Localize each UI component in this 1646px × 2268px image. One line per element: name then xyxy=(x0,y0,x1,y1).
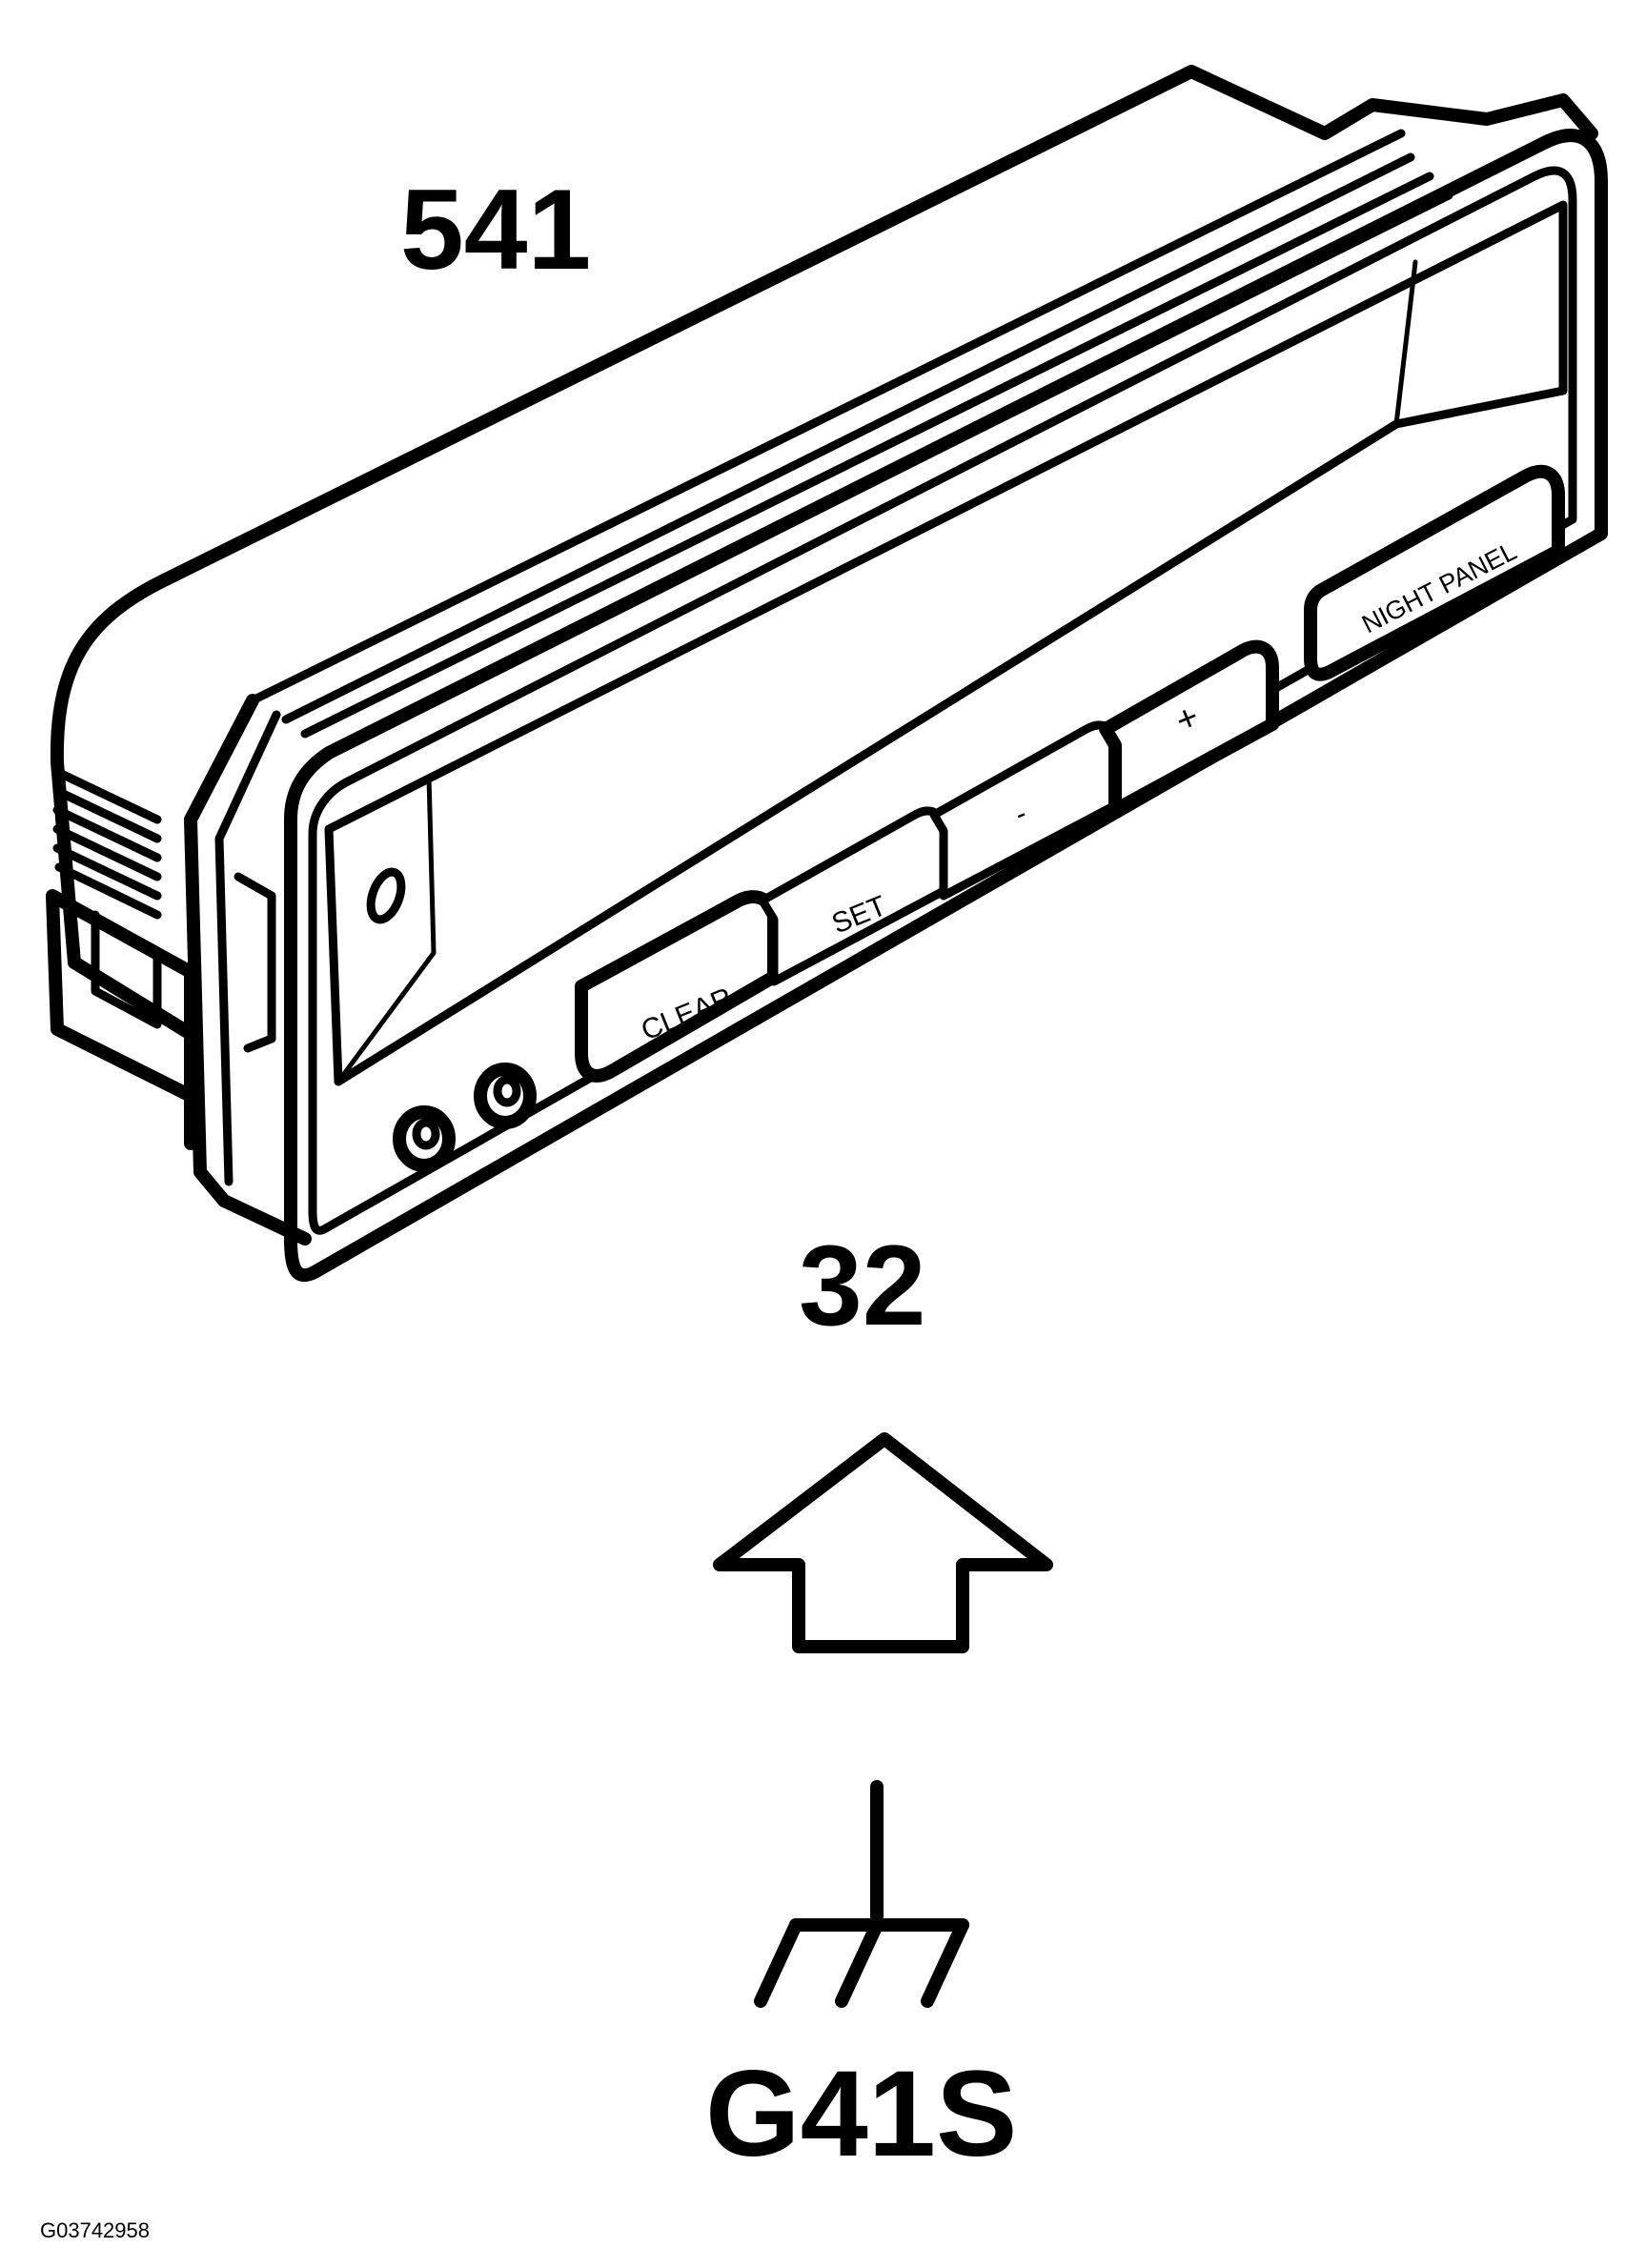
module-display-screw xyxy=(366,867,406,924)
module-rear-housing xyxy=(50,65,1598,969)
module-knob-right xyxy=(474,1063,537,1129)
module-connector-block xyxy=(46,889,197,1103)
module-front-bezel-inner xyxy=(308,166,1577,1235)
connector-callout-32: 32 xyxy=(799,1222,925,1349)
plus-button[interactable] xyxy=(1099,639,1279,817)
module-top-strip-2 xyxy=(281,152,1415,724)
night-panel-button[interactable] xyxy=(1304,464,1565,681)
ground-callout-g41s: G41S xyxy=(705,2046,1017,2182)
ground-symbol-icon xyxy=(754,1780,969,2008)
module-button-row: CLEAR SET - + NIGHT PANEL xyxy=(575,464,1565,1083)
module-top-strip-1 xyxy=(248,129,1406,705)
up-arrow-icon xyxy=(713,1432,1053,1653)
module-display-divider xyxy=(335,259,1418,1084)
module-bezel-side xyxy=(184,694,312,1245)
control-module-541: CLEAR SET - + NIGHT PANEL xyxy=(46,65,1608,1283)
module-display-window xyxy=(324,200,1568,1086)
module-connector-tab xyxy=(91,910,162,1029)
component-callout-541: 541 xyxy=(400,166,591,294)
module-top-strip-3 xyxy=(300,172,1434,739)
module-front-bezel-outer xyxy=(284,129,1608,1283)
module-bezel-inner-side xyxy=(214,710,281,1186)
figure-code: G03742958 xyxy=(40,2218,150,2242)
module-bezel-bracket xyxy=(234,872,276,1053)
clear-button[interactable] xyxy=(575,890,781,1083)
module-connector-ribs xyxy=(52,767,162,920)
module-knob-left xyxy=(393,1105,456,1172)
